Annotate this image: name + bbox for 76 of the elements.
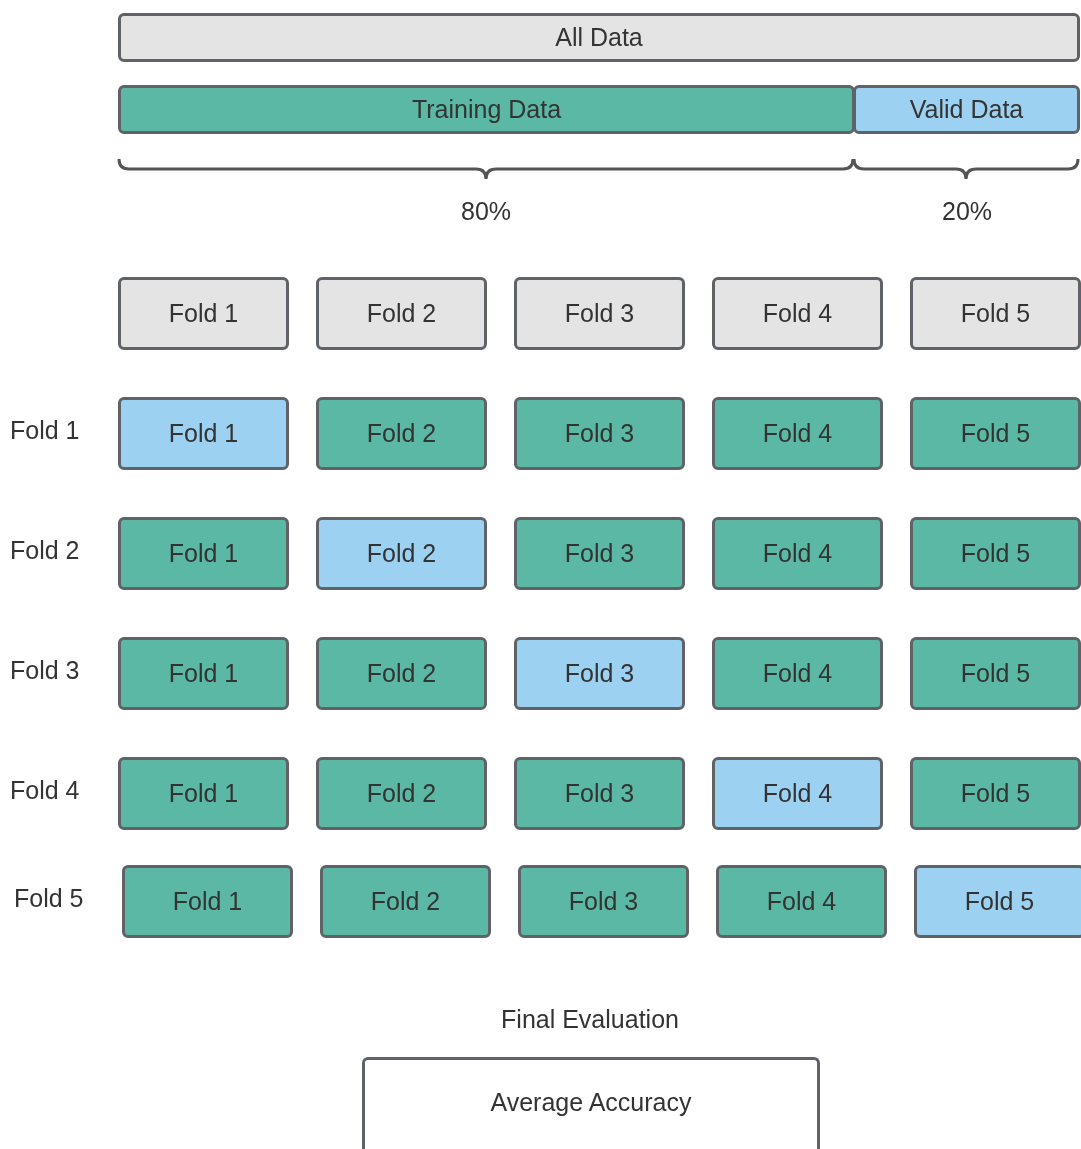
training-fold-box (910, 397, 1081, 470)
row-label: Fold 4 (10, 776, 80, 805)
fold-box (712, 277, 883, 350)
box-label: Fold 1 (168, 419, 239, 448)
fold-box (910, 277, 1081, 350)
box-label: Fold 5 (960, 659, 1031, 688)
box-label: Fold 5 (960, 779, 1031, 808)
result-box (362, 1057, 820, 1149)
box-label: Fold 3 (564, 659, 635, 688)
box-label: Fold 5 (960, 539, 1031, 568)
training-fold-box (518, 865, 689, 938)
box-label: Fold 2 (366, 779, 437, 808)
box-label: Fold 5 (960, 419, 1031, 448)
training-fold-box (122, 865, 293, 938)
training-fold-box (316, 637, 487, 710)
box-label: Fold 2 (366, 419, 437, 448)
section-heading: Final Evaluation (501, 1005, 679, 1034)
box-label: Fold 4 (762, 419, 833, 448)
box-label: Fold 4 (762, 779, 833, 808)
training-fold-box (514, 397, 685, 470)
training-fold-box (712, 517, 883, 590)
training-fold-box (118, 517, 289, 590)
box-label: Fold 5 (964, 887, 1035, 916)
validation-fold-box (316, 517, 487, 590)
training-bar (118, 85, 855, 134)
box-label: Valid Data (909, 95, 1024, 124)
row-label: Fold 2 (10, 536, 80, 565)
box-label: Fold 2 (366, 659, 437, 688)
validation-fold-box (712, 757, 883, 830)
box-label: Fold 4 (766, 887, 837, 916)
box-label: Fold 3 (564, 779, 635, 808)
training-fold-box (316, 757, 487, 830)
training-fold-box (712, 637, 883, 710)
box-label: Fold 1 (168, 299, 239, 328)
fold-box (118, 277, 289, 350)
box-label: Fold 2 (370, 887, 441, 916)
row-label: Fold 1 (10, 416, 80, 445)
box-label: Fold 5 (960, 299, 1031, 328)
box-label: Fold 3 (568, 887, 639, 916)
box-label: Fold 2 (366, 539, 437, 568)
box-label: Fold 3 (564, 419, 635, 448)
box-label: Training Data (411, 95, 562, 124)
training-fold-box (514, 757, 685, 830)
box-label: Fold 4 (762, 539, 833, 568)
box-label: Fold 4 (762, 299, 833, 328)
validation-fold-box (514, 637, 685, 710)
box-label: Fold 1 (172, 887, 243, 916)
box-label: Fold 1 (168, 779, 239, 808)
fold-box (316, 277, 487, 350)
training-fold-box (910, 517, 1081, 590)
validation-fold-box (914, 865, 1081, 938)
row-label: Fold 5 (14, 884, 84, 913)
box-label: Fold 2 (366, 299, 437, 328)
training-fold-box (716, 865, 887, 938)
training-fold-box (910, 637, 1081, 710)
row-label: Fold 3 (10, 656, 80, 685)
data-bar (118, 13, 1080, 62)
training-fold-box (118, 637, 289, 710)
training-fold-box (712, 397, 883, 470)
percentage-label: 80% (461, 197, 511, 226)
box-label: All Data (555, 23, 643, 52)
box-label: Average Accuracy (490, 1088, 692, 1117)
percentage-label: 20% (942, 197, 992, 226)
box-label: Fold 4 (762, 659, 833, 688)
box-label: Fold 3 (564, 299, 635, 328)
validation-bar (853, 85, 1080, 134)
box-label: Fold 1 (168, 659, 239, 688)
training-fold-box (316, 397, 487, 470)
validation-fold-box (118, 397, 289, 470)
fold-box (514, 277, 685, 350)
box-label: Fold 1 (168, 539, 239, 568)
training-fold-box (118, 757, 289, 830)
training-fold-box (514, 517, 685, 590)
training-fold-box (910, 757, 1081, 830)
training-fold-box (320, 865, 491, 938)
box-label: Fold 3 (564, 539, 635, 568)
